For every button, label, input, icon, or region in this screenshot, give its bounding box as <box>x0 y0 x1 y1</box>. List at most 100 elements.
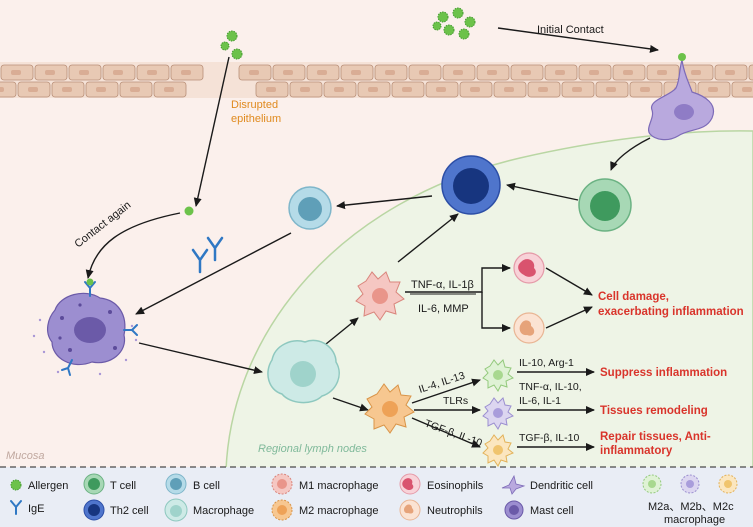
legend-mast-cell-label: Mast cell <box>530 505 573 517</box>
epithelial-cell <box>748 64 753 81</box>
legend-m2-subtypes-label-2: macrophage <box>664 514 725 526</box>
legend-m2-macrophage-icon <box>271 499 293 521</box>
epithelial-nucleus <box>606 87 616 92</box>
arrow-mast-to-macrophage <box>138 342 263 375</box>
legend: Allergen IgE T cell Th2 cell B cell Macr… <box>0 466 753 527</box>
epithelial-nucleus <box>113 70 123 75</box>
arrow-m2-to-m2a <box>411 378 481 404</box>
arrow-macro-to-m1 <box>325 317 359 345</box>
arrow-initial-contact <box>497 27 659 53</box>
m2-macrophage-icon <box>364 383 415 434</box>
epithelial-nucleus <box>725 70 735 75</box>
m2c-products-label: TGF-β, IL-10 <box>519 432 579 444</box>
epithelial-nucleus <box>11 70 21 75</box>
m1-macrophage-icon <box>355 271 405 321</box>
legend-macrophage-label: Macrophage <box>193 505 254 517</box>
legend-allergen-label: Allergen <box>28 480 68 492</box>
epithelial-nucleus <box>28 87 38 92</box>
outcome-cell-damage-1: Cell damage, <box>598 291 669 303</box>
legend-t-cell-icon <box>83 473 105 495</box>
legend-m1-macrophage-icon <box>271 473 293 495</box>
m2a-products-label: IL-10, Arg-1 <box>519 357 574 369</box>
epithelial-nucleus <box>470 87 480 92</box>
arrow-contact-again <box>85 212 181 279</box>
epithelial-nucleus <box>555 70 565 75</box>
epithelial-nucleus <box>317 70 327 75</box>
outcome-repair-2: inflammatory <box>600 445 673 457</box>
m2-tlrs-label: TLRs <box>443 395 468 407</box>
epithelial-nucleus <box>249 70 259 75</box>
epithelial-nucleus <box>623 70 633 75</box>
m2a-macrophage-icon <box>482 359 514 392</box>
outcome-remodeling: Tissues remodeling <box>600 405 708 417</box>
epithelial-nucleus <box>572 87 582 92</box>
epithelial-nucleus <box>368 87 378 92</box>
epithelial-nucleus <box>691 70 701 75</box>
legend-b-cell-label: B cell <box>193 480 220 492</box>
arrow-neu-to-damage <box>545 306 593 329</box>
epithelial-nucleus <box>589 70 599 75</box>
outcome-suppress: Suppress inflammation <box>600 367 727 379</box>
eosinophil-icon <box>513 252 545 284</box>
legend-dendritic-cell-icon <box>501 474 526 495</box>
legend-m1-macrophage-label: M1 macrophage <box>299 480 379 492</box>
m1-cytokines-top: TNF-α, IL-1β <box>411 279 474 291</box>
disrupted-epithelium-label-2: epithelium <box>231 113 281 125</box>
epithelial-nucleus <box>453 70 463 75</box>
b-cell-icon <box>288 186 332 230</box>
legend-ige-label: IgE <box>28 503 45 515</box>
mast-cell-icon <box>32 278 138 376</box>
epithelial-nucleus <box>130 87 140 92</box>
ige-antibodies <box>191 236 224 274</box>
epithelial-nucleus <box>79 70 89 75</box>
epithelial-nucleus <box>419 70 429 75</box>
m1-cytokines-bottom: IL-6, MMP <box>418 303 469 315</box>
epithelial-nucleus <box>283 70 293 75</box>
legend-dendritic-cell-label: Dendritic cell <box>530 480 593 492</box>
epithelial-nucleus <box>300 87 310 92</box>
epithelial-nucleus <box>708 87 718 92</box>
m2b-macrophage-icon <box>482 397 514 430</box>
t-cell-icon <box>578 178 632 232</box>
arrow-tcell-to-th2 <box>506 182 579 201</box>
legend-b-cell-icon <box>165 473 187 495</box>
epithelial-nucleus <box>385 70 395 75</box>
allergen-single <box>184 206 194 216</box>
epithelial-cell <box>0 81 17 98</box>
m2b-products-label-2: IL-6, IL-1 <box>519 395 561 407</box>
disrupted-epithelium-label-1: Disrupted <box>231 99 278 111</box>
m2b-products-label-1: TNF-α, IL-10, <box>519 381 582 393</box>
legend-t-cell-label: T cell <box>110 480 136 492</box>
epithelial-nucleus <box>538 87 548 92</box>
initial-contact-label: Initial Contact <box>537 24 604 36</box>
regional-lymph-nodes-label: Regional lymph nodes <box>258 443 367 455</box>
epithelial-nucleus <box>181 70 191 75</box>
epithelial-nucleus <box>334 87 344 92</box>
outcome-cell-damage-2: exacerbating inflammation <box>598 306 744 318</box>
arrow-m1-to-eos <box>405 264 511 293</box>
legend-m2-macrophage-label: M2 macrophage <box>299 505 379 517</box>
arrows <box>85 27 659 451</box>
allergen-cluster-initial <box>432 7 476 40</box>
legend-neutrophil-icon <box>399 499 421 521</box>
neutrophil-icon <box>513 312 545 344</box>
epithelial-nucleus <box>62 87 72 92</box>
legend-m2a-icon <box>642 474 662 494</box>
allergen-cluster-epithelium <box>220 30 243 60</box>
legend-eosinophils-label: Eosinophils <box>427 480 484 492</box>
arrow-allergen-down <box>193 56 230 207</box>
epithelium-layer <box>0 62 753 98</box>
mucosa-label: Mucosa <box>6 450 45 462</box>
epithelial-nucleus <box>521 70 531 75</box>
arrow-m1-to-neu <box>481 292 511 332</box>
epithelial-nucleus <box>266 87 276 92</box>
arrow-eos-to-damage <box>545 267 593 296</box>
arrow-dc-to-tcell <box>610 137 651 171</box>
outcome-repair-1: Repair tissues, Anti- <box>600 431 711 443</box>
epithelial-nucleus <box>147 70 157 75</box>
macrophage-icon <box>267 339 340 404</box>
legend-macrophage-icon <box>164 498 188 522</box>
legend-th2-cell-icon <box>83 499 105 521</box>
legend-neutrophils-label: Neutrophils <box>427 505 483 517</box>
